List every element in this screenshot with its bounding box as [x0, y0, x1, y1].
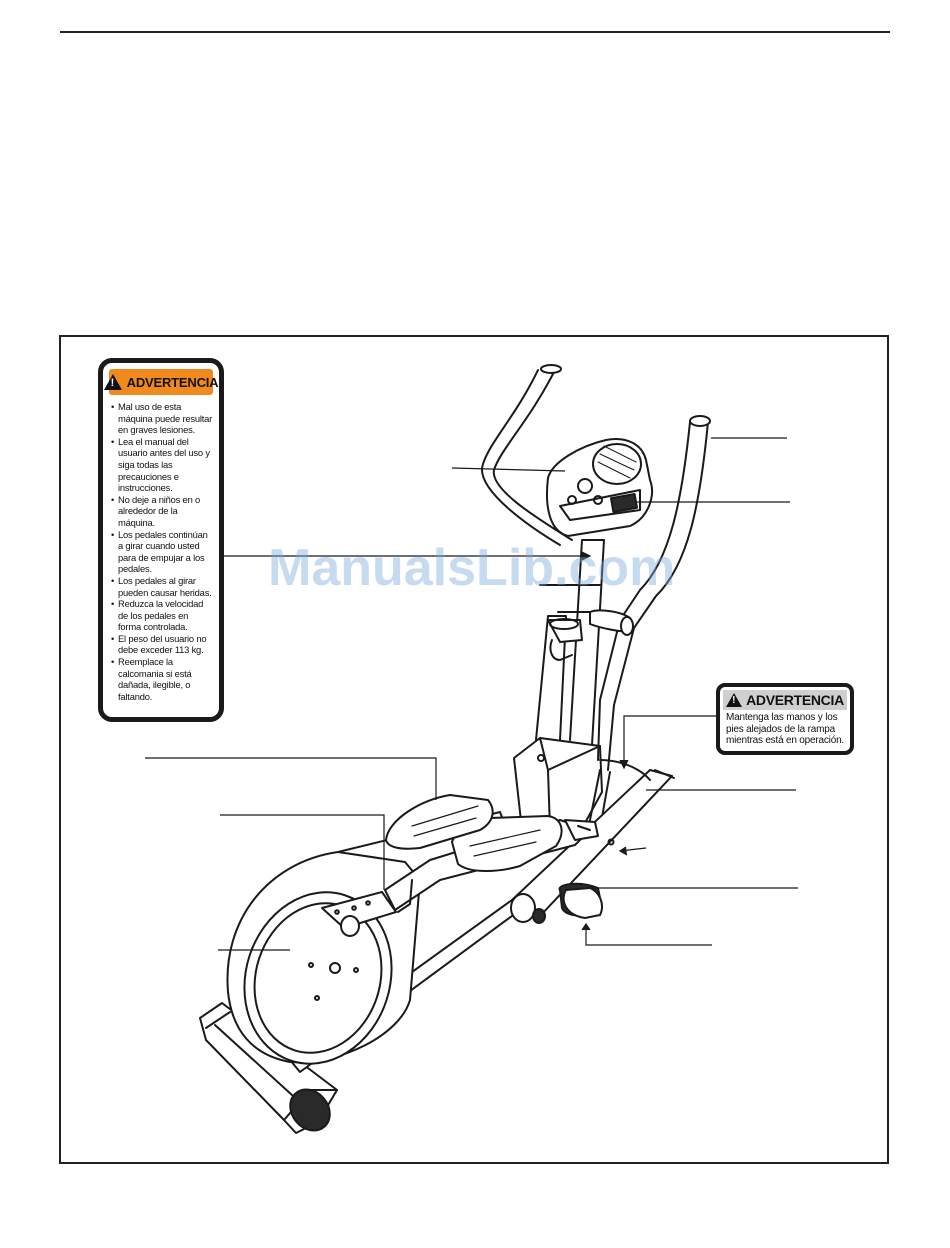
warning-title: ADVERTENCIA — [746, 692, 844, 708]
console — [546, 438, 653, 537]
warning-title: ADVERTENCIA — [126, 374, 219, 390]
front-roller — [562, 887, 603, 919]
right-upper-arm — [587, 415, 711, 841]
warning-triangle-icon: ! — [726, 693, 743, 707]
warning-decal-large: ! ADVERTENCIA Mal uso de esta máquina pu… — [98, 358, 224, 722]
warning-triangle-icon: ! — [103, 374, 122, 390]
crank-arm — [321, 879, 413, 937]
console-mast — [513, 539, 607, 833]
warning-item: Mal uso de esta máquina puede resultar e… — [111, 401, 213, 436]
figure-frame — [59, 335, 889, 1164]
warning-header: ! ADVERTENCIA — [103, 369, 219, 395]
warning-header: ! ADVERTENCIA — [723, 690, 847, 710]
warning-item: El peso del usuario no debe exceder 113 … — [111, 633, 213, 656]
watermark: ManualsLib.com — [268, 539, 676, 597]
warning-item: Lea el manual del usuario antes del uso … — [111, 436, 213, 494]
warning-text: Mantenga las manos y los pies alejados d… — [726, 712, 845, 746]
warning-item: Reemplace la calcomania si está dañada, … — [111, 656, 213, 702]
left-upper-arm — [480, 364, 573, 546]
warning-list: Mal uso de esta máquina puede resultar e… — [103, 399, 219, 702]
water-bottle-holder — [547, 618, 583, 661]
top-rule — [60, 31, 890, 33]
left-pedal — [385, 794, 494, 850]
warning-item: Reduzca la velocidad de los pedales en f… — [111, 598, 213, 633]
warning-decal-small: ! ADVERTENCIA Mantenga las manos y los p… — [716, 683, 854, 755]
warning-item: Los pedales al girar pueden causar herid… — [111, 575, 213, 598]
callout-lines — [145, 437, 798, 951]
warning-item: No deje a niños en o alrededor de la máq… — [111, 494, 213, 529]
rear-stabilizer — [199, 1002, 338, 1134]
warning-item: Los pedales continúan a girar cuando ust… — [111, 529, 213, 575]
